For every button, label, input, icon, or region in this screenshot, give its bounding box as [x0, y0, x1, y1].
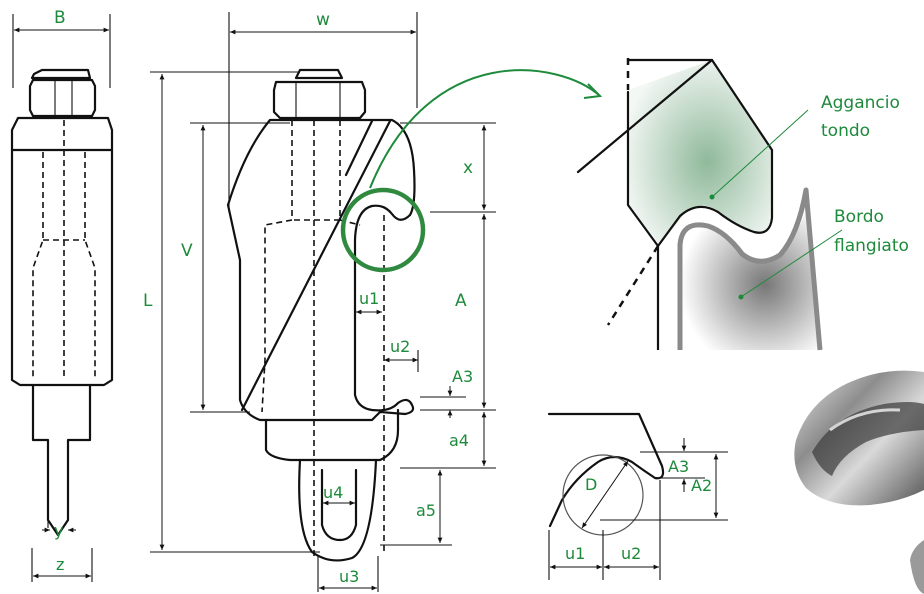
- label-D: D: [585, 475, 597, 494]
- front-hook-body: [226, 118, 416, 422]
- side-nut: [28, 68, 97, 118]
- label-u4: u4: [323, 483, 343, 502]
- label-a5: a5: [416, 501, 436, 520]
- hook-highlight-circle: [340, 187, 426, 273]
- label-A3: A3: [452, 367, 473, 386]
- label-detail-u1: u1: [565, 544, 585, 563]
- hook-zoom-detail: Aggancio tondo Bordo flangiato: [576, 58, 909, 351]
- label-V: V: [181, 241, 193, 261]
- zoom-connector-arrow: [369, 69, 601, 189]
- label-w: w: [316, 10, 330, 30]
- label-A2: A2: [691, 476, 712, 495]
- hook-opening-detail: D u1 u2 A3 A2: [547, 412, 728, 580]
- callout-hook-line1: Aggancio: [821, 93, 900, 113]
- front-view: w L V x A: [143, 10, 603, 592]
- label-L: L: [143, 291, 153, 311]
- callout-edge-line1: Bordo: [834, 207, 884, 227]
- label-z: z: [56, 555, 64, 574]
- diameter-circle: [562, 454, 644, 536]
- label-u3: u3: [339, 567, 359, 586]
- label-A: A: [455, 291, 467, 311]
- label-a4: a4: [449, 431, 469, 450]
- label-y: y: [54, 521, 63, 540]
- flanged-edge: [677, 187, 823, 351]
- hook-photo: [794, 370, 924, 594]
- front-nut: [272, 68, 367, 120]
- side-body: [10, 116, 114, 387]
- label-detail-A3: A3: [668, 457, 689, 476]
- label-B: B: [54, 8, 66, 28]
- side-view: B y z: [10, 8, 114, 582]
- round-hook-profile: [626, 58, 774, 248]
- side-shank: [31, 383, 92, 537]
- callout-hook-line2: tondo: [821, 121, 870, 141]
- callout-edge-line2: flangiato: [834, 236, 909, 256]
- label-u2: u2: [390, 337, 410, 356]
- front-eye: [298, 458, 378, 562]
- label-u1: u1: [359, 289, 379, 308]
- label-x: x: [463, 158, 473, 178]
- label-detail-u2: u2: [621, 544, 641, 563]
